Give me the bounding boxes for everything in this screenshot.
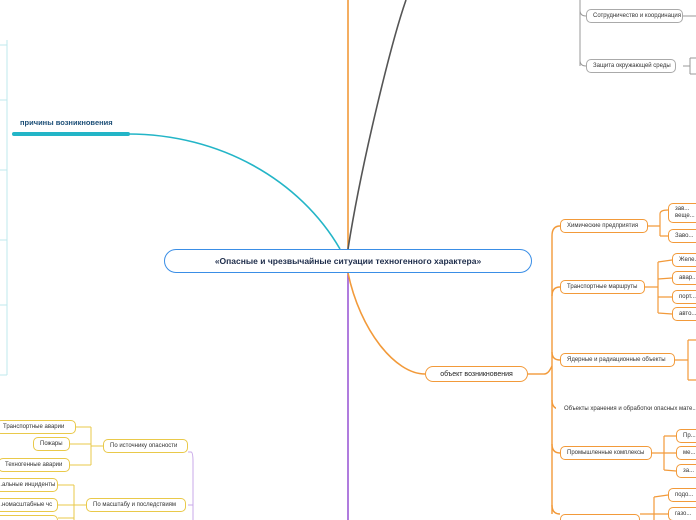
node-scale-item-2[interactable]: ...номасштабные чс xyxy=(0,498,58,512)
node-chemical-sub-1[interactable]: зав... веще... xyxy=(668,203,696,223)
node-transport-sub-3[interactable]: порт... xyxy=(672,290,696,304)
node-transport-routes[interactable]: Транспортные маршруты xyxy=(560,280,645,294)
node-storage-objects[interactable]: Объекты хранения и обработки опасных мат… xyxy=(556,402,696,416)
node-industrial-sub-1[interactable]: Пр... xyxy=(676,429,696,443)
node-scale-item-1[interactable]: ...альные инциденты xyxy=(0,478,58,492)
node-industrial-sub-2[interactable]: ме... xyxy=(676,446,696,460)
central-topic[interactable]: «Опасные и чрезвычайные ситуации техноге… xyxy=(164,249,532,273)
node-fires[interactable]: Пожары xyxy=(33,437,70,451)
node-nuclear-objects[interactable]: Ядерные и радиационные объекты xyxy=(560,353,675,367)
node-by-scale[interactable]: По масштабу и последствиям xyxy=(86,498,186,512)
node-chemical-plants[interactable]: Химические предприятия xyxy=(560,219,648,233)
node-object-6-sub-1[interactable]: подо... xyxy=(668,488,696,502)
node-transport-sub-1[interactable]: Желе... xyxy=(672,253,696,267)
node-scale-item-3[interactable] xyxy=(0,515,58,520)
node-technogenic-accidents[interactable]: Техногенные аварии xyxy=(0,458,70,472)
node-cooperation[interactable]: Сотрудничество и координация xyxy=(586,9,683,23)
node-transport-sub-4[interactable]: авто... xyxy=(672,307,696,321)
node-object-6[interactable] xyxy=(560,514,640,520)
node-environment-protection[interactable]: Защита окружающей среды xyxy=(586,59,676,73)
node-by-source[interactable]: По источнику опасности xyxy=(103,439,188,453)
topic-object[interactable]: объект возникновения xyxy=(425,366,528,382)
topic-causes[interactable]: причины возникновения xyxy=(20,118,113,127)
node-chemical-sub-2[interactable]: Заво... xyxy=(668,229,696,243)
node-object-6-sub-2[interactable]: газо... xyxy=(668,507,696,520)
node-industrial-sub-3[interactable]: за... xyxy=(676,464,696,478)
node-transport-accidents[interactable]: Транспортные аварии xyxy=(0,420,76,434)
node-transport-sub-2[interactable]: авар... xyxy=(672,271,696,285)
node-industrial-complexes[interactable]: Промышленные комплексы xyxy=(560,446,652,460)
